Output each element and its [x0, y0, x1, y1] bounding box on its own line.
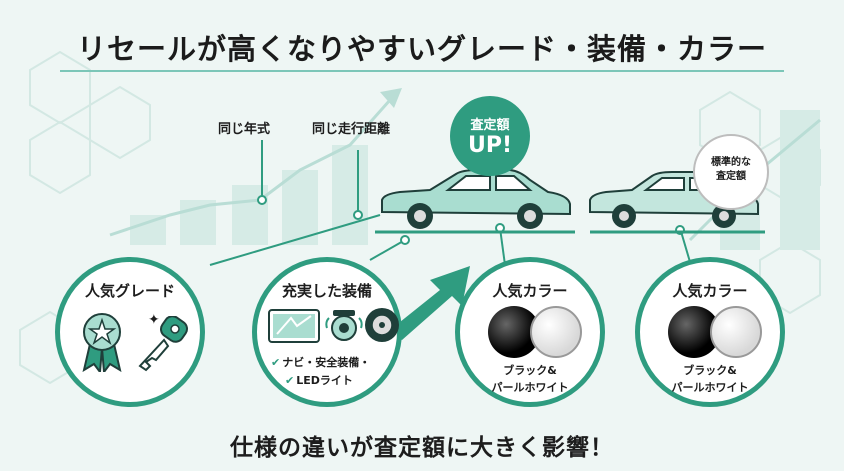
- footer-message: 仕様の違いが査定額に大きく影響！: [230, 435, 614, 461]
- color-caption-left-1: ブラック&: [503, 364, 557, 377]
- check-icon: ✔: [285, 374, 295, 387]
- badge-up-line1: 査定額: [470, 118, 510, 133]
- equipment-heading: 充実した装備: [281, 282, 372, 300]
- badge-std-line2: 査定額: [716, 171, 746, 182]
- color-caption-right-1: ブラック&: [683, 364, 737, 377]
- popular-color-heading-right: 人気カラー: [672, 282, 748, 300]
- page-title: リセールが高くなりやすいグレード・装備・カラー: [76, 32, 767, 66]
- popular-grade-circle: 人気グレード ✦: [55, 257, 205, 407]
- standard-appraisal-badge: 標準的な 査定額: [693, 134, 769, 210]
- appraisal-up-badge: 査定額 UP!: [450, 96, 530, 176]
- equipment-item-2-text: LEDライト: [296, 374, 353, 387]
- equipment-item-2: ✔LEDライト: [285, 372, 353, 388]
- pearl-white-color-swatch: [710, 306, 762, 358]
- popular-color-circle-left: 人気カラー ブラック& パールホワイト: [455, 257, 605, 407]
- equipment-circle: 充実した装備 ✔ナビ・安全装備・ ✔LEDライト: [252, 257, 402, 407]
- check-icon: ✔: [271, 356, 281, 369]
- badge-up-line2: UP!: [467, 133, 513, 158]
- wheel-icon: [365, 308, 399, 342]
- camera-sensor-icon: [325, 310, 363, 341]
- badge-std-line1: 標準的な: [711, 157, 751, 168]
- car-key-icon: [138, 316, 188, 372]
- popular-color-heading-left: 人気カラー: [492, 282, 568, 300]
- navigation-screen-icon: [268, 309, 320, 343]
- pearl-white-color-swatch: [530, 306, 582, 358]
- title-underline: [60, 70, 784, 72]
- popular-grade-heading: 人気グレード: [84, 282, 175, 300]
- sparkle-icon: ✦: [148, 312, 160, 328]
- color-caption-left-2: パールホワイト: [491, 381, 569, 394]
- popular-color-circle-right: 人気カラー ブラック& パールホワイト: [635, 257, 785, 407]
- label-same-year: 同じ年式: [218, 122, 271, 137]
- color-caption-right-2: パールホワイト: [671, 381, 749, 394]
- equipment-item-1-text: ナビ・安全装備・: [282, 356, 371, 369]
- award-ribbon-icon: [82, 313, 122, 372]
- car-left-icon: [381, 169, 571, 229]
- label-same-mileage: 同じ走行距離: [312, 122, 391, 137]
- equipment-item-1: ✔ナビ・安全装備・: [271, 354, 370, 370]
